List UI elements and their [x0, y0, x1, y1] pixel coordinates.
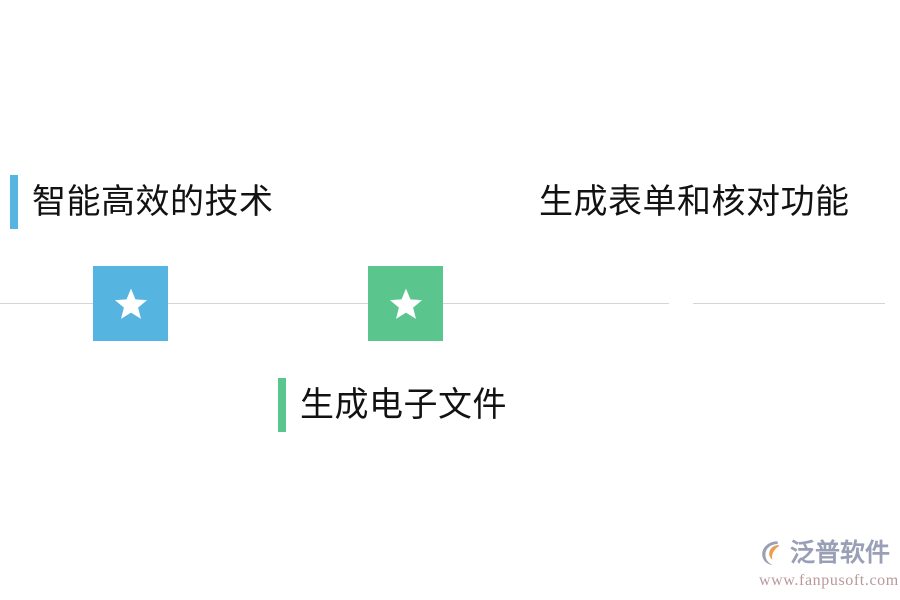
accent-bar-blue [10, 175, 18, 229]
timeline-milestone-form[interactable] [643, 266, 718, 341]
timeline-label-tech: 智能高效的技术 [10, 175, 274, 229]
timeline-milestone-tech[interactable] [93, 266, 168, 341]
fanpusoft-logo-icon [757, 538, 787, 568]
timeline-label-file: 生成电子文件 [278, 378, 507, 432]
timeline-label-file-text: 生成电子文件 [300, 386, 507, 424]
timeline-label-form-text: 生成表单和核对功能 [539, 183, 850, 221]
accent-bar-green [278, 378, 286, 432]
timeline-label-tech-text: 智能高效的技术 [32, 183, 274, 221]
timeline-milestone-file[interactable] [368, 266, 443, 341]
brand-url: www.fanpusoft.com [759, 572, 899, 589]
accent-bar-orange [517, 175, 525, 229]
star-icon [664, 287, 698, 321]
brand-watermark: 泛普软件 www.fanpusoft.com [757, 536, 899, 592]
star-icon [114, 287, 148, 321]
brand-row: 泛普软件 [757, 536, 897, 570]
brand-name: 泛普软件 [790, 538, 891, 567]
star-icon [389, 287, 423, 321]
timeline-label-form: 生成表单和核对功能 [517, 175, 850, 229]
